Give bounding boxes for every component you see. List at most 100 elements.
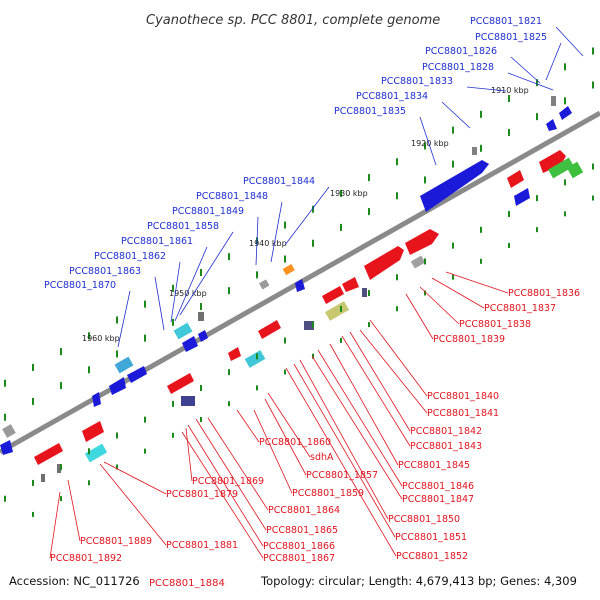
- gene-label[interactable]: PCC8801_1846: [402, 481, 474, 492]
- gene-label[interactable]: PCC8801_1838: [459, 319, 531, 330]
- gene-label[interactable]: PCC8801_1865: [266, 525, 338, 536]
- tick-dot: [4, 495, 6, 502]
- gene-label[interactable]: PCC8801_1843: [410, 441, 482, 452]
- gene-label[interactable]: PCC8801_1839: [433, 334, 505, 345]
- gene-label[interactable]: PCC8801_1866: [263, 541, 335, 552]
- gene-arrow[interactable]: [342, 277, 359, 292]
- tick-dot: [32, 397, 34, 405]
- gene-label[interactable]: PCC8801_1821: [470, 16, 542, 27]
- tick-dot: [256, 385, 258, 391]
- gene-label[interactable]: PCC8801_1879: [166, 489, 238, 500]
- tick-dot: [424, 176, 426, 184]
- gene-arrow[interactable]: [514, 188, 530, 206]
- leader-line: [419, 116, 437, 166]
- gene-arrow[interactable]: [507, 170, 524, 188]
- tick-dot: [172, 432, 174, 438]
- gene-label[interactable]: PCC8801_1841: [427, 408, 499, 419]
- gene-arrow[interactable]: [0, 440, 13, 455]
- gene-label[interactable]: PCC8801_1845: [398, 460, 470, 471]
- gene-label[interactable]: PCC8801_1862: [94, 251, 166, 262]
- leader-line: [317, 349, 403, 487]
- gene-label[interactable]: PCC8801_1860: [259, 437, 331, 448]
- gene-label[interactable]: PCC8801_1850: [388, 514, 460, 525]
- gene-label[interactable]: PCC8801_1851: [395, 532, 467, 543]
- tick-dot: [368, 290, 370, 297]
- gene-label[interactable]: PCC8801_1892: [50, 553, 122, 564]
- gene-box[interactable]: [114, 356, 134, 374]
- gene-arrow[interactable]: [295, 279, 305, 292]
- gene-box[interactable]: [551, 96, 556, 106]
- gene-label[interactable]: PCC8801_1869: [192, 476, 264, 487]
- gene-arrow[interactable]: [127, 366, 147, 383]
- gene-arrow[interactable]: [559, 106, 572, 120]
- gene-box[interactable]: [244, 350, 266, 368]
- gene-label[interactable]: PCC8801_1852: [396, 551, 468, 562]
- gene-label[interactable]: PCC8801_1842: [410, 426, 482, 437]
- gene-arrow[interactable]: [198, 330, 208, 342]
- gene-box[interactable]: [548, 157, 574, 179]
- gene-box[interactable]: [198, 312, 204, 321]
- gene-label[interactable]: PCC8801_1833: [381, 76, 453, 87]
- gene-box[interactable]: [282, 264, 295, 276]
- gene-arrow[interactable]: [420, 160, 489, 212]
- gene-arrow[interactable]: [109, 377, 126, 395]
- gene-label[interactable]: PCC8801_1859: [292, 488, 364, 499]
- gene-label[interactable]: PCC8801_1889: [80, 536, 152, 547]
- gene-label[interactable]: PCC8801_1840: [427, 391, 499, 402]
- gene-label[interactable]: PCC8801_1858: [147, 221, 219, 232]
- gene-label[interactable]: PCC8801_1828: [422, 62, 494, 73]
- gene-label[interactable]: PCC8801_1857: [306, 470, 378, 481]
- gene-label[interactable]: sdhA: [310, 452, 334, 463]
- gene-box[interactable]: [181, 396, 195, 406]
- gene-arrow[interactable]: [34, 443, 63, 465]
- gene-box[interactable]: [324, 301, 350, 321]
- tick-dot: [480, 226, 482, 233]
- leader-line: [284, 186, 330, 246]
- gene-box[interactable]: [41, 474, 45, 482]
- gene-box[interactable]: [2, 424, 16, 438]
- gene-box[interactable]: [410, 255, 426, 269]
- gene-arrow[interactable]: [405, 229, 439, 255]
- gene-box[interactable]: [57, 464, 61, 473]
- gene-arrow[interactable]: [82, 421, 104, 442]
- gene-label[interactable]: PCC8801_1848: [196, 191, 268, 202]
- gene-arrow[interactable]: [228, 347, 241, 361]
- gene-arrow[interactable]: [167, 373, 194, 394]
- gene-box[interactable]: [259, 279, 270, 290]
- gene-box[interactable]: [472, 147, 477, 155]
- gene-box[interactable]: [304, 321, 314, 330]
- gene-arrow[interactable]: [92, 392, 101, 407]
- gene-label[interactable]: PCC8801_1825: [475, 32, 547, 43]
- gene-label[interactable]: PCC8801_1837: [484, 303, 556, 314]
- gene-label[interactable]: PCC8801_1870: [44, 280, 116, 291]
- gene-box[interactable]: [84, 443, 108, 463]
- gene-label[interactable]: PCC8801_1849: [172, 206, 244, 217]
- leader-line: [207, 417, 269, 511]
- gene-arrow[interactable]: [539, 150, 566, 173]
- gene-arrow[interactable]: [322, 286, 344, 304]
- gene-label[interactable]: PCC8801_1881: [166, 540, 238, 551]
- tick-dot: [368, 174, 370, 182]
- leader-line: [253, 409, 293, 494]
- leader-line: [431, 277, 485, 309]
- gene-label[interactable]: PCC8801_1864: [268, 505, 340, 516]
- gene-arrow[interactable]: [182, 336, 198, 352]
- gene-arrow[interactable]: [258, 320, 281, 339]
- leader-line: [349, 331, 411, 432]
- tick-dot: [312, 205, 314, 213]
- gene-arrow[interactable]: [364, 246, 404, 280]
- gene-label[interactable]: PCC8801_1826: [425, 46, 497, 57]
- gene-label[interactable]: PCC8801_1847: [402, 494, 474, 505]
- tick-dot: [256, 353, 258, 360]
- gene-label[interactable]: PCC8801_1867: [263, 553, 335, 564]
- gene-box[interactable]: [362, 288, 367, 297]
- gene-label[interactable]: PCC8801_1834: [356, 91, 428, 102]
- gene-box[interactable]: [173, 322, 193, 340]
- gene-label[interactable]: PCC8801_1863: [69, 266, 141, 277]
- gene-label[interactable]: PCC8801_1861: [121, 236, 193, 247]
- gene-label[interactable]: PCC8801_1835: [334, 106, 406, 117]
- gene-arrow[interactable]: [546, 119, 557, 131]
- gene-label[interactable]: PCC8801_1844: [243, 176, 315, 187]
- gene-label[interactable]: PCC8801_1836: [508, 288, 580, 299]
- tick-dot: [116, 350, 118, 358]
